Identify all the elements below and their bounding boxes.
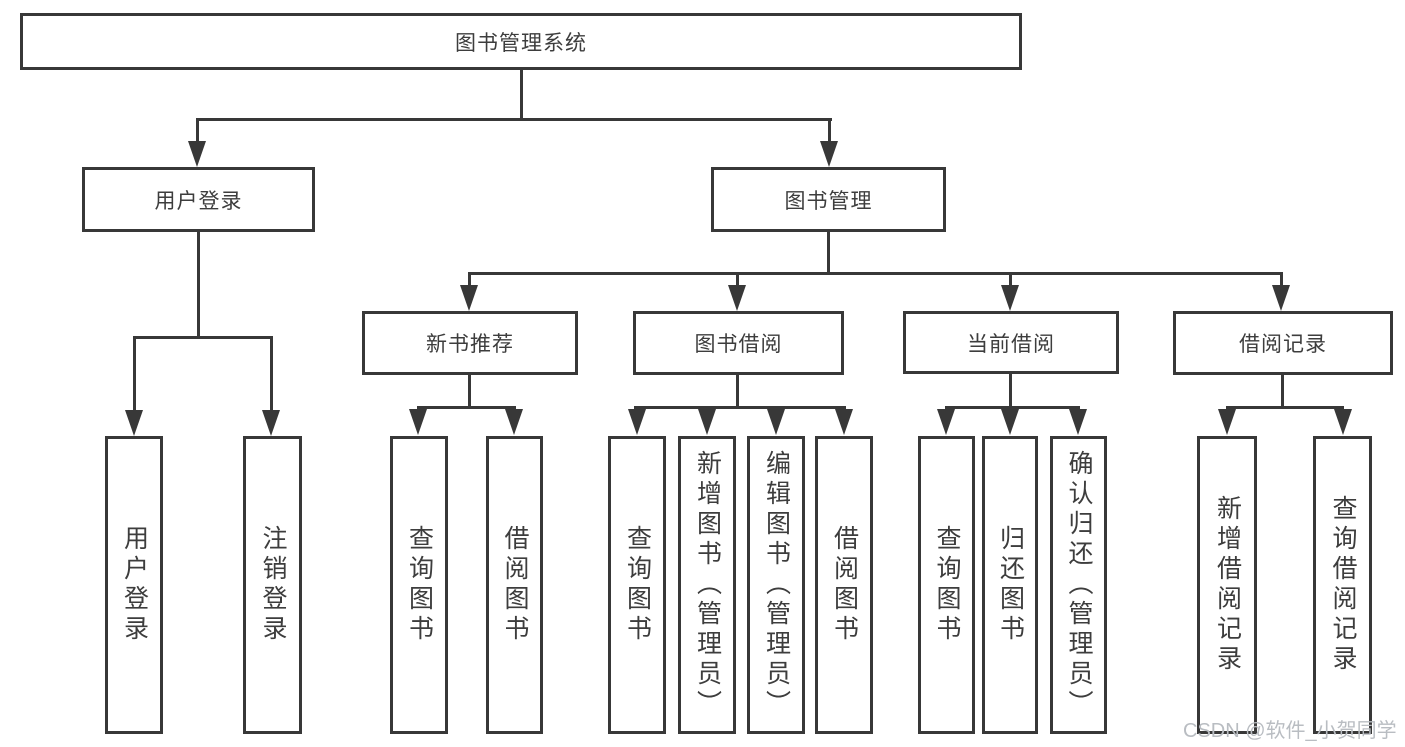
arrow-down-icon (125, 410, 143, 436)
connector-line (1281, 375, 1284, 406)
leaf-query-books-borrowing: 查询图书 (608, 436, 666, 734)
arrow-down-icon (937, 409, 955, 435)
leaf-label: 归还图书 (996, 525, 1025, 645)
arrow-down-icon (698, 409, 716, 435)
leaf-borrow-books-newbook: 借阅图书 (486, 436, 543, 734)
leaf-label: 新增借阅记录 (1213, 495, 1242, 675)
connector-line (828, 118, 831, 143)
arrow-down-icon (835, 409, 853, 435)
leaf-label: 查询图书 (623, 525, 652, 645)
arrow-down-icon (1001, 285, 1019, 311)
arrow-down-icon (409, 409, 427, 435)
connector-line (270, 336, 273, 410)
node-borrowing-records: 借阅记录 (1173, 311, 1393, 375)
leaf-label: 借阅图书 (501, 525, 529, 645)
arrow-down-icon (188, 141, 206, 167)
node-new-book-recommendation: 新书推荐 (362, 311, 578, 375)
arrow-down-icon (460, 285, 478, 311)
node-book-borrowing: 图书借阅 (633, 311, 844, 375)
arrow-down-icon (1218, 409, 1236, 435)
leaf-add-borrow-record: 新增借阅记录 (1197, 436, 1257, 734)
node-label: 图书借阅 (694, 333, 783, 356)
leaf-query-books-current: 查询图书 (918, 436, 975, 734)
node-book-management: 图书管理 (711, 167, 946, 232)
leaf-label: 用户登录 (120, 525, 149, 645)
connector-line (634, 406, 846, 409)
connector-line (196, 118, 832, 121)
connector-line (520, 70, 523, 118)
connector-line (736, 375, 739, 406)
arrow-down-icon (262, 410, 280, 436)
connector-line (1009, 374, 1012, 406)
connector-line (196, 118, 199, 143)
connector-line (468, 272, 1283, 275)
arrow-down-icon (820, 141, 838, 167)
arrow-down-icon (1334, 409, 1352, 435)
node-current-borrowing: 当前借阅 (903, 311, 1119, 374)
connector-line (945, 406, 1080, 409)
leaf-borrow-books-borrowing: 借阅图书 (815, 436, 873, 734)
arrow-down-icon (505, 409, 523, 435)
leaf-return-books: 归还图书 (982, 436, 1038, 734)
arrow-down-icon (628, 409, 646, 435)
node-label: 新书推荐 (426, 333, 514, 356)
csdn-watermark: CSDN @软件_小贺同学 (1183, 720, 1397, 742)
leaf-query-books-newbook: 查询图书 (390, 436, 448, 734)
arrow-down-icon (1069, 409, 1087, 435)
node-label: 借阅记录 (1239, 333, 1327, 356)
connector-line (1280, 272, 1283, 286)
node-label: 图书管理 (784, 189, 873, 213)
connector-line (468, 375, 471, 406)
connector-line (1226, 406, 1344, 409)
arrow-down-icon (767, 409, 785, 435)
node-library-management-system: 图书管理系统 (20, 13, 1022, 70)
leaf-label: 编辑图书（管理员） (762, 450, 791, 720)
leaf-add-books-admin: 新增图书（管理员） (678, 436, 736, 734)
arrow-down-icon (1001, 409, 1019, 435)
connector-line (468, 272, 471, 286)
leaf-logout: 注销登录 (243, 436, 302, 734)
leaf-edit-books-admin: 编辑图书（管理员） (747, 436, 805, 734)
leaf-label: 确认归还（管理员） (1065, 450, 1093, 720)
leaf-label: 查询借阅记录 (1329, 495, 1357, 675)
connector-line (133, 336, 136, 410)
leaf-label: 查询图书 (933, 525, 961, 645)
arrow-down-icon (1272, 285, 1290, 311)
node-label: 用户登录 (154, 189, 243, 213)
leaf-confirm-return-admin: 确认归还（管理员） (1050, 436, 1107, 734)
connector-line (197, 232, 200, 336)
connector-line (736, 272, 739, 286)
connector-line (133, 336, 273, 339)
arrow-down-icon (728, 285, 746, 311)
connector-line (827, 232, 830, 272)
node-label: 当前借阅 (967, 332, 1055, 356)
node-label: 图书管理系统 (455, 31, 587, 55)
leaf-query-borrow-record: 查询借阅记录 (1313, 436, 1372, 734)
leaf-label: 借阅图书 (830, 525, 859, 645)
connector-line (1009, 272, 1012, 286)
leaf-user-login: 用户登录 (105, 436, 163, 734)
leaf-label: 注销登录 (259, 525, 287, 645)
leaf-label: 查询图书 (405, 525, 434, 645)
leaf-label: 新增图书（管理员） (693, 450, 722, 720)
node-user-login: 用户登录 (82, 167, 315, 232)
connector-line (417, 406, 516, 409)
